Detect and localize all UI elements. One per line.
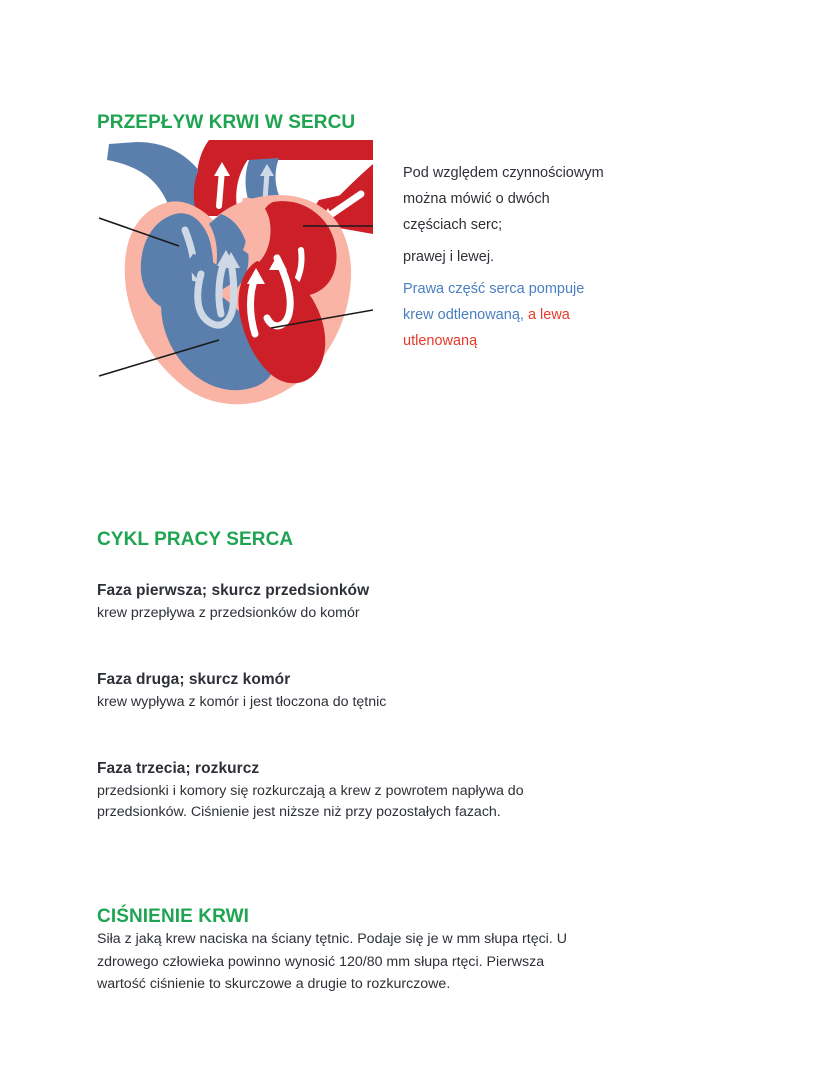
leader-line-left-lower — [98, 339, 220, 377]
heading-cardiac-cycle: CYKL PRACY SERCA — [97, 528, 294, 550]
heading-blood-flow: PRZEPŁYW KRWI W SERCU — [97, 111, 356, 133]
arrow-pulmonary-up-left — [214, 162, 230, 209]
blood-pressure-paragraph: Siła z jaką krew naciska na ściany tętni… — [97, 928, 585, 996]
heading-blood-pressure: CIŚNIENIE KRWI — [97, 905, 250, 927]
arrow-septum-loop-blue — [194, 252, 240, 329]
phase-two-title: Faza druga; skurcz komór — [97, 671, 291, 688]
side-text-red: a lewa utlenowaną — [403, 307, 570, 349]
aortic-root-pink — [241, 197, 271, 262]
phase-three-title: Faza trzecia; rozkurcz — [97, 760, 260, 777]
side-text-line-1: Pod względem czynnościowym — [403, 165, 604, 181]
arrow-left-ventricle-loop — [263, 254, 294, 330]
side-text-line-4: prawej i lewej. — [403, 249, 495, 265]
phase-one-title: Faza pierwsza; skurcz przedsionków — [97, 582, 370, 599]
blood-pressure-body: Siła z jaką krew naciska na ściany tętni… — [97, 931, 567, 992]
heart-diagram-figure — [97, 138, 373, 410]
side-text-blue: Prawa część serca pompuje krew odtlenowa… — [403, 281, 585, 323]
heart-anatomy-illustration — [98, 140, 373, 405]
arrow-left-ventricle-up — [247, 268, 265, 338]
phase-one-body: krew przepływa z przedsionków do komór — [97, 605, 360, 621]
side-text-line-2: można mówić o dwóch — [403, 191, 550, 207]
side-text-line-3: częściach serc; — [403, 217, 503, 233]
leader-lines — [98, 217, 373, 377]
arrow-pulmonary-up-right — [260, 164, 274, 203]
leader-line-left-upper — [98, 217, 180, 247]
leader-line-right-lower — [270, 309, 373, 329]
cycle-phase-two: Faza druga; skurcz komór krew wypływa z … — [97, 671, 697, 713]
side-text-colored: Prawa część serca pompuje krew odtlenowa… — [403, 276, 618, 354]
phase-two-body: krew wypływa z komór i jest tłoczona do … — [97, 694, 387, 710]
blood-flow-side-text: Pod względem czynnościowym można mówić o… — [403, 160, 618, 354]
superior-vena-cava — [107, 142, 213, 212]
phase-three-body: przedsionki i komory się rozkurczają a k… — [97, 783, 524, 820]
cycle-phase-one: Faza pierwsza; skurcz przedsionków krew … — [97, 582, 697, 624]
side-text-separator: , — [519, 307, 528, 323]
cycle-phase-three: Faza trzecia; rozkurcz przedsionki i kom… — [97, 760, 697, 823]
